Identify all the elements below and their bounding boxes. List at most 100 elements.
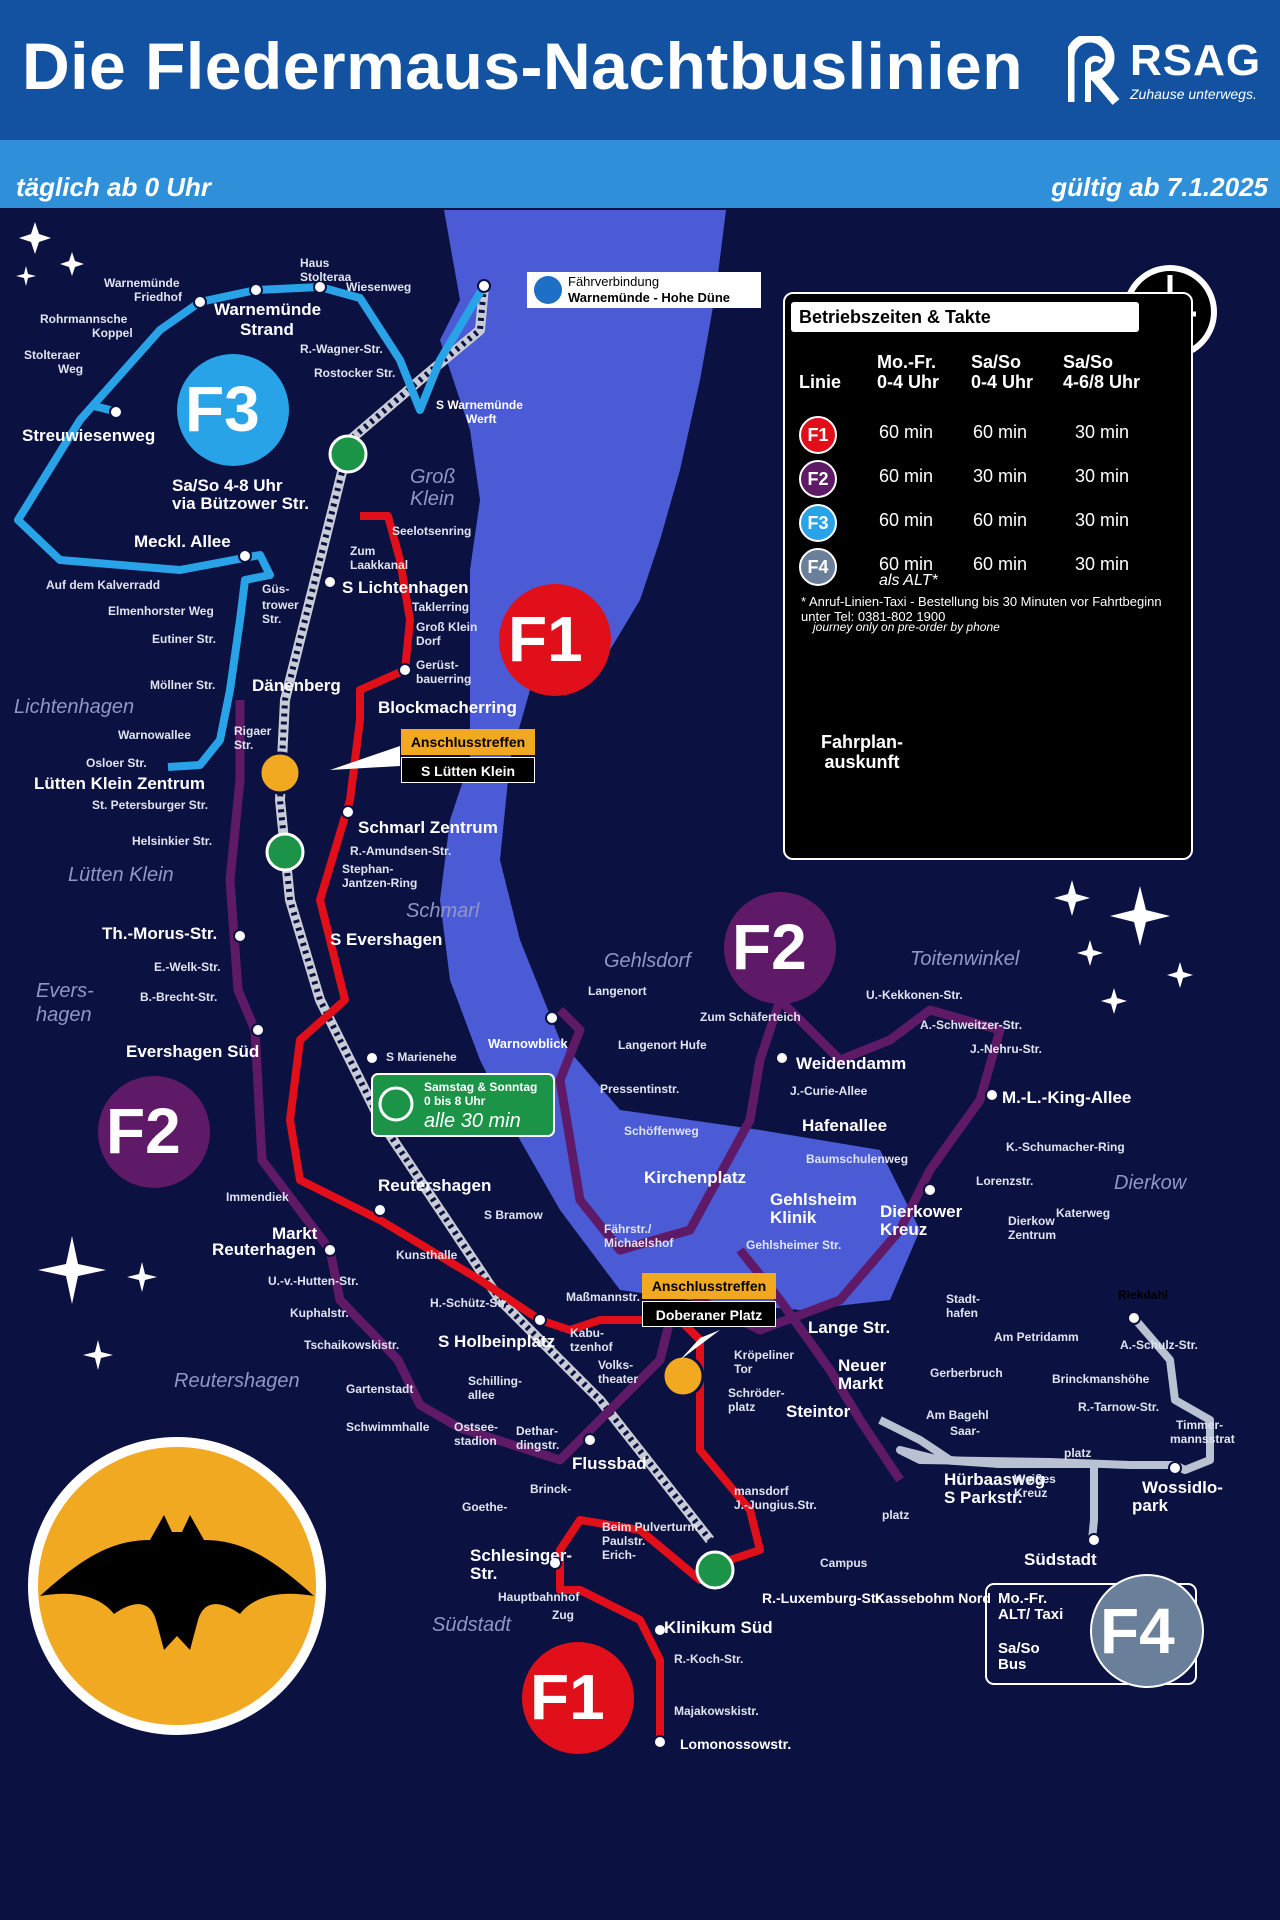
stop-marker[interactable]	[249, 283, 263, 297]
col-weekend-1: Sa/So	[971, 352, 1022, 372]
hub-doberaner-platz[interactable]	[661, 1354, 705, 1398]
stop-marker[interactable]	[109, 405, 123, 419]
stop-marker[interactable]	[1087, 1533, 1101, 1547]
stop-marker[interactable]	[533, 1313, 547, 1327]
stop-label: Katerweg	[1056, 1206, 1111, 1220]
route-f1	[286, 512, 764, 1740]
stop-label: Weg	[58, 362, 84, 376]
stop-label: Immendiek	[226, 1190, 289, 1204]
stop-label: Majakowskistr.	[674, 1704, 759, 1718]
stop-label: Warnowblick	[488, 1036, 568, 1051]
f1-weekday: 60 min	[879, 422, 934, 442]
stop-marker[interactable]	[653, 1623, 667, 1637]
stop-label: Fährstr./	[604, 1222, 652, 1236]
fahrplan-line-2: auskunft	[824, 752, 900, 772]
s-bahn-icon	[328, 434, 368, 474]
stop-label: Lütten Klein Zentrum	[34, 774, 205, 793]
stop-marker[interactable]	[545, 1011, 559, 1025]
stop-label: M.-L.-King-Allee	[1002, 1088, 1132, 1107]
stop-label: platz	[1064, 1446, 1092, 1460]
stop-label: Dänenberg	[252, 676, 341, 695]
stop-label: Riekdahl	[1118, 1288, 1169, 1302]
stop-label: Maßmannstr.	[566, 1290, 641, 1304]
district-label: Groß	[410, 466, 456, 488]
stop-marker[interactable]	[323, 575, 337, 589]
f2-badge	[98, 1076, 210, 1188]
route-f3	[14, 283, 488, 771]
stop-label: Schöffenweg	[624, 1124, 699, 1138]
stop-label: Seelotsenring	[392, 524, 472, 538]
stop-marker[interactable]	[985, 1088, 999, 1102]
stop-label: stadion	[454, 1434, 497, 1448]
stop-label: Baumschulenweg	[806, 1152, 909, 1166]
taxi-note-en: journey only on pre-order by phone	[813, 620, 1000, 634]
stop-label: Ostsee-	[454, 1420, 499, 1434]
stop-marker[interactable]	[398, 663, 412, 677]
stop-marker[interactable]	[923, 1183, 937, 1197]
stop-marker[interactable]	[323, 1243, 337, 1257]
stop-label: Gerberbruch	[930, 1366, 1003, 1380]
stop-marker[interactable]	[251, 1023, 265, 1037]
stop-label: mannsstrat	[1170, 1432, 1235, 1446]
stop-label: Weißes	[1014, 1472, 1056, 1486]
stop-label: J.-Jungius.Str.	[734, 1498, 817, 1512]
stop-marker[interactable]	[653, 1735, 667, 1749]
stop-label: Hafenallee	[802, 1116, 888, 1135]
stop-label: S Parkstr.	[944, 1488, 1023, 1507]
breitling-bay	[560, 400, 670, 560]
stop-marker[interactable]	[233, 929, 247, 943]
stop-marker[interactable]	[365, 1051, 379, 1065]
stop-label: Zentrum	[1008, 1228, 1056, 1242]
f2-weekend: 30 min	[973, 466, 1028, 486]
stop-marker[interactable]	[341, 805, 355, 819]
stop-label: Stolteraer	[24, 348, 81, 362]
stop-label: trower	[262, 598, 299, 612]
stop-label: J.-Nehru-Str.	[970, 1042, 1043, 1056]
stop-marker[interactable]	[1168, 1461, 1182, 1475]
stop-marker[interactable]	[238, 549, 252, 563]
stop-marker[interactable]	[373, 1203, 387, 1217]
stop-label: A.-Schweitzer-Str.	[920, 1018, 1023, 1032]
stop-label: Haus	[300, 256, 330, 270]
stop-marker[interactable]	[1127, 1311, 1141, 1325]
f1-badge	[522, 1642, 634, 1754]
stop-marker[interactable]	[775, 1051, 789, 1065]
stop-label: Rohrmannsche	[40, 312, 128, 326]
stop-label: bauerring	[416, 672, 472, 686]
stop-marker[interactable]	[477, 279, 491, 293]
connection-place: S Lütten Klein	[401, 757, 535, 783]
stop-label: S Warnemünde	[436, 398, 523, 412]
stop-label: Meckl. Allee	[134, 532, 231, 551]
hub-luetten-klein[interactable]	[258, 751, 302, 795]
stop-label: Brinck-	[530, 1482, 572, 1496]
stop-label: Zum	[350, 544, 376, 558]
stop-label: Schilling-	[468, 1374, 522, 1388]
district-label: Südstadt	[432, 1614, 511, 1636]
stop-label: Paulstr.	[602, 1534, 646, 1548]
s-bahn-icon	[378, 1086, 414, 1122]
route-f4	[896, 1315, 1214, 1541]
stop-label: B.-Brecht-Str.	[140, 990, 218, 1004]
f3-note: Sa/So 4-8 Uhr	[172, 476, 283, 495]
stop-label: A.-Schulz-Str.	[1120, 1338, 1199, 1352]
stop-label: Stolteraa	[300, 270, 352, 284]
stop-label: Zum Schäferteich	[700, 1010, 801, 1024]
stop-marker[interactable]	[548, 1556, 562, 1570]
route-f2	[225, 700, 1005, 1465]
f3-badge	[177, 354, 289, 466]
stop-label: platz	[728, 1400, 756, 1414]
stop-marker[interactable]	[583, 1433, 597, 1447]
col-weekend-2: 0-4 Uhr	[971, 372, 1034, 392]
stop-label: K.-Schumacher-Ring	[1006, 1140, 1125, 1154]
stop-label: Tor	[734, 1362, 753, 1376]
stop-marker[interactable]	[313, 280, 327, 294]
f3-note: via Bützower Str.	[172, 494, 309, 513]
stop-label: Schwimmhalle	[346, 1420, 430, 1434]
f4-weekend: 60 min	[973, 554, 1028, 574]
bat-icon	[40, 1515, 314, 1650]
stop-label: Helsinkier Str.	[132, 834, 213, 848]
connection-title: Anschlusstreffen	[401, 729, 535, 755]
route-f4-west	[878, 1416, 1001, 1468]
stop-marker[interactable]	[193, 295, 207, 309]
connection-place: Doberaner Platz	[642, 1301, 776, 1327]
